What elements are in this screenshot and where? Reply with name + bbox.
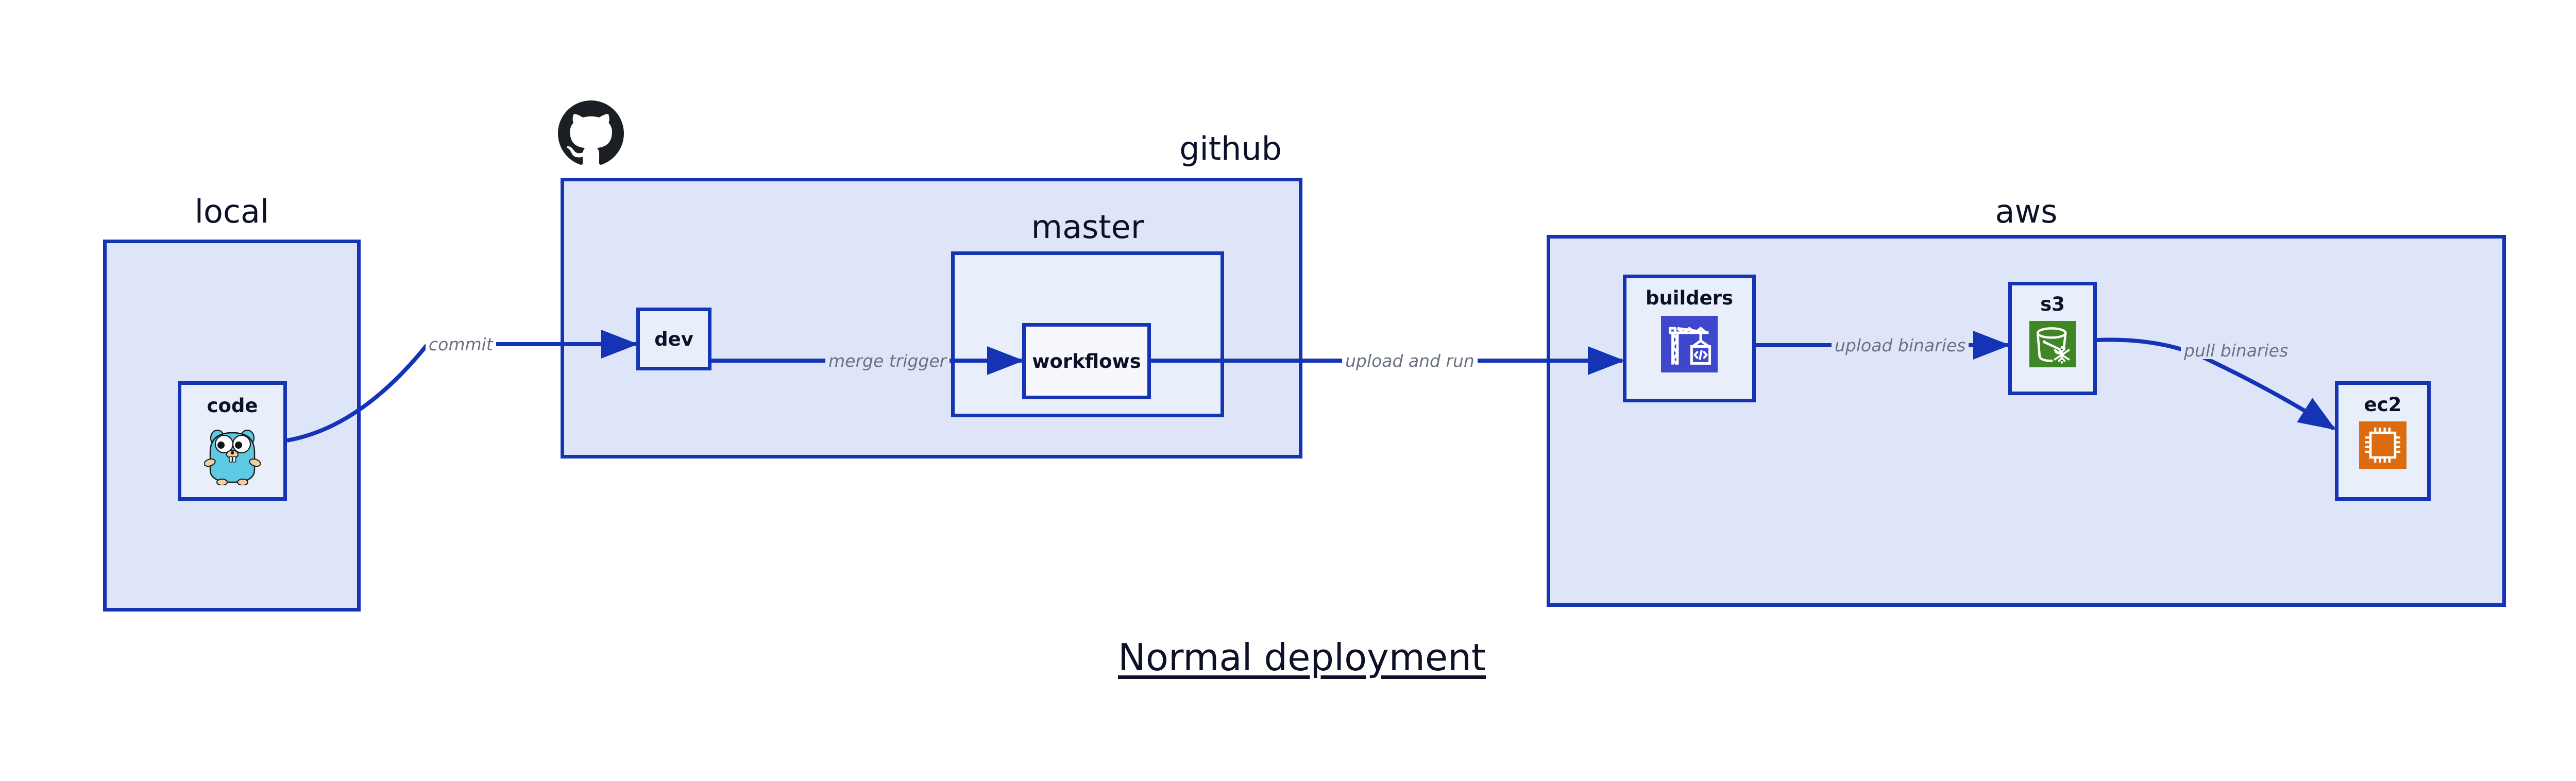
node-builders[interactable]: builders <box>1623 275 1756 402</box>
node-workflows[interactable]: workflows <box>1022 323 1151 399</box>
diagram-title: Normal deployment <box>1117 636 1486 679</box>
node-ec2[interactable]: ec2 <box>2335 381 2431 501</box>
node-s3-label: s3 <box>2040 293 2065 315</box>
node-builders-label: builders <box>1645 287 1734 309</box>
group-local-label: local <box>194 193 269 230</box>
group-github-label: github <box>1179 130 1282 167</box>
node-ec2-label: ec2 <box>2364 394 2402 416</box>
group-master-label: master <box>1031 208 1144 246</box>
edge-upload-and-run-label: upload and run <box>1342 352 1478 369</box>
go-gopher-icon <box>204 422 261 487</box>
node-dev[interactable]: dev <box>636 308 711 370</box>
aws-s3-glacier-icon <box>2029 321 2076 369</box>
group-aws-label: aws <box>1995 193 2058 230</box>
node-code[interactable]: code <box>178 381 287 501</box>
node-s3[interactable]: s3 <box>2008 282 2097 395</box>
github-octocat-icon <box>558 100 624 168</box>
aws-codebuild-icon <box>1661 316 1718 375</box>
edge-pull-binaries-label: pull binaries <box>2181 342 2292 359</box>
node-workflows-label: workflows <box>1032 350 1141 372</box>
edge-upload-binaries-label: upload binaries <box>1832 337 1969 354</box>
node-dev-label: dev <box>654 328 693 350</box>
edge-commit-label: commit <box>426 336 496 353</box>
node-code-label: code <box>207 395 258 417</box>
aws-ec2-icon <box>2359 421 2406 471</box>
edge-merge-trigger-label: merge trigger <box>825 352 950 369</box>
